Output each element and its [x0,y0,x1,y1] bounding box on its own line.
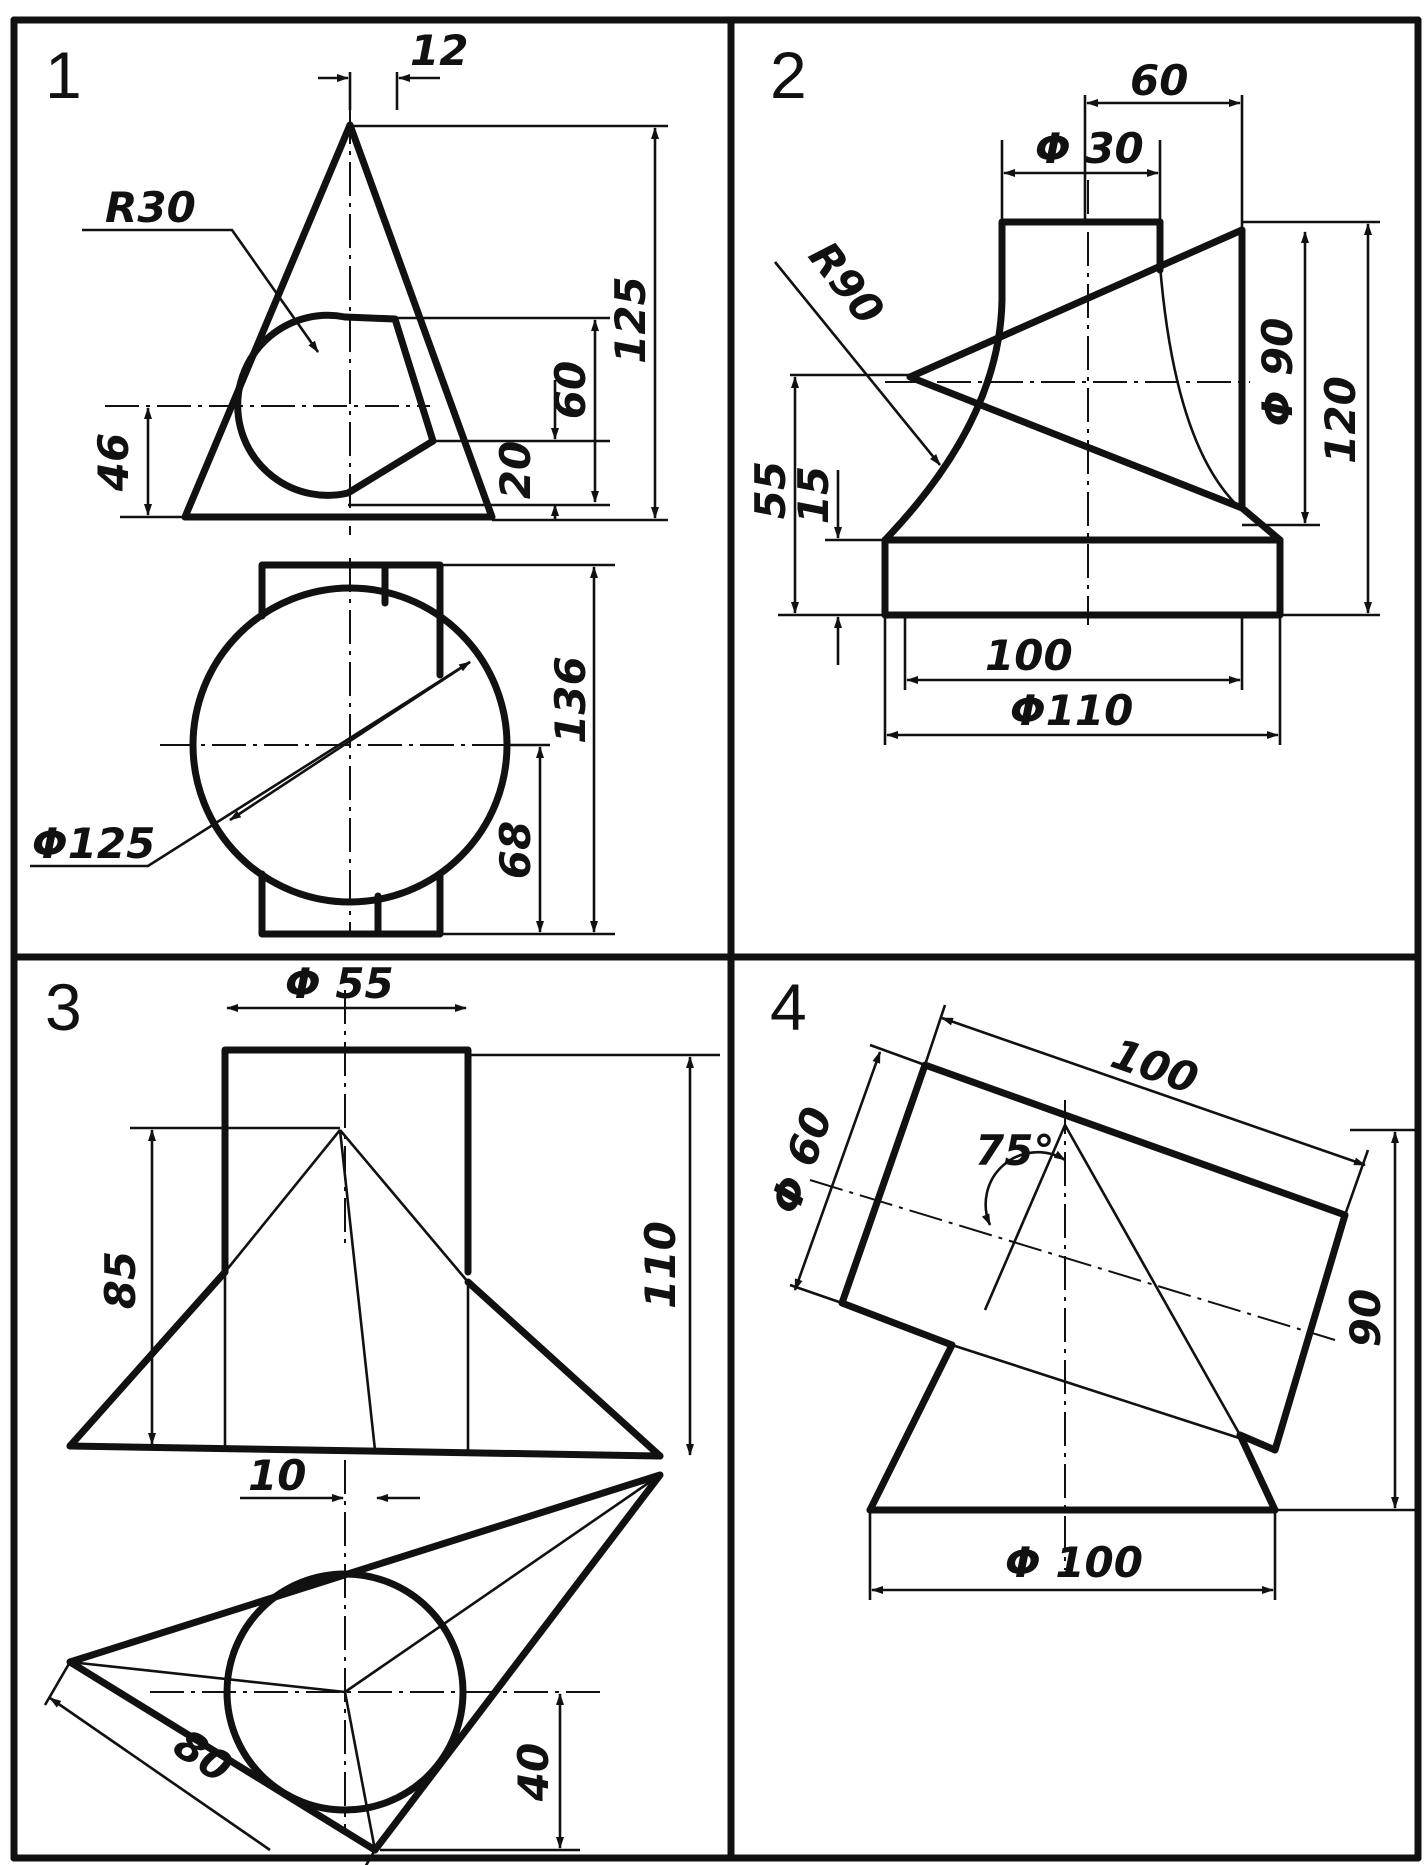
p3-top-view [66,1460,664,1854]
panel-number-4: 4 [770,970,807,1044]
dim-85: 85 [96,1251,145,1309]
panel-4: 100 Φ 60 75° 90 Φ 100 [760,1004,1420,1600]
dim-phi110: Φ110 [1010,686,1133,735]
dim-40: 40 [509,1743,558,1802]
panel-3: Φ 55 85 110 10 80 40 [43,959,720,1865]
dim-phi100: Φ 100 [1005,1538,1143,1587]
panel-number-2: 2 [770,38,807,112]
dim-120: 120 [1316,376,1365,464]
p2-dimensions: 60 Φ 30 120 Φ 90 R90 55 [746,56,1380,745]
panel-1: 12 125 60 20 46 R30 [30,26,668,938]
p3-front-view [66,990,664,1460]
dim-phi125: Φ125 [32,819,155,868]
dim-90: 90 [1341,1289,1390,1347]
dim-12: 12 [410,26,468,75]
panel-number-1: 1 [45,38,82,112]
p1-dimensions: 12 125 60 20 46 R30 [30,26,668,936]
dim-phi90: Φ 90 [1253,318,1302,427]
dim-angle-75: 75° [975,1126,1054,1175]
dim-100: 100 [985,631,1073,680]
p1-top-view [160,558,540,938]
panel-number-3: 3 [45,970,82,1044]
dim-phi55: Φ 55 [285,959,394,1008]
dim-60: 60 [546,361,595,419]
dim-r30: R30 [105,183,196,232]
dim-15: 15 [789,466,838,524]
sheet-frame [10,16,1422,1862]
dim-68: 68 [491,821,540,879]
p4-view [809,1061,1349,1570]
dim-55: 55 [746,461,795,519]
dim-phi60: Φ 60 [760,1101,842,1220]
p2-front-view [881,180,1284,625]
p3-dimensions: Φ 55 85 110 10 80 40 [43,959,720,1865]
dim-phi30: Φ 30 [1035,124,1144,173]
p4-dimensions: 100 Φ 60 75° 90 Φ 100 [760,1004,1420,1600]
dim-20: 20 [491,441,540,499]
dim-10: 10 [248,1451,306,1500]
dim-46: 46 [89,433,138,492]
dim-110: 110 [636,1221,685,1309]
p1-front-view [105,110,496,535]
dim-125: 125 [606,276,655,364]
dim-60: 60 [1130,56,1188,105]
dim-r90: R90 [799,232,894,334]
panel-2: 60 Φ 30 120 Φ 90 R90 55 [746,56,1380,745]
dim-136: 136 [546,656,595,744]
